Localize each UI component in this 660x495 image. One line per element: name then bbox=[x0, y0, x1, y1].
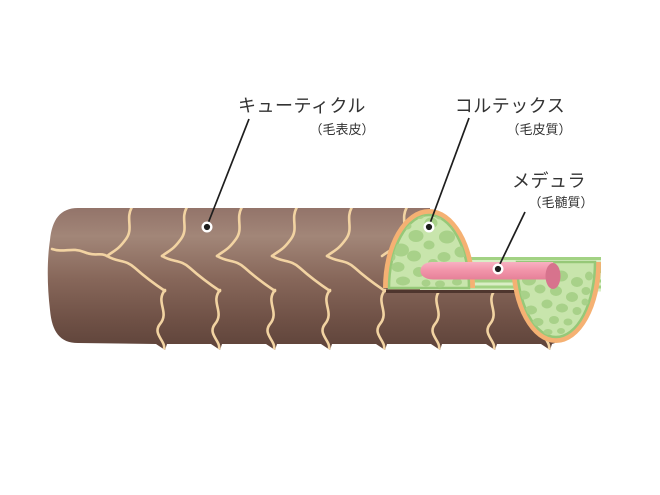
label-medulla-sub: （毛髄質） bbox=[528, 196, 593, 211]
medulla-leader-line bbox=[497, 211, 526, 269]
medulla-body bbox=[420, 262, 553, 280]
cuticle-scale-lines bbox=[50, 208, 552, 350]
medulla-cylinder bbox=[420, 262, 561, 289]
medulla-leader-dot bbox=[492, 263, 504, 275]
cuticle-leader-line bbox=[206, 118, 250, 227]
cortex-end-section bbox=[511, 260, 601, 343]
label-cuticle: キューティクル bbox=[238, 96, 366, 117]
medulla-end-cap bbox=[545, 263, 561, 289]
label-medulla: メデュラ bbox=[512, 171, 586, 192]
label-cortex: コルテックス bbox=[455, 96, 565, 117]
label-cuticle-sub: （毛表皮） bbox=[309, 123, 374, 138]
cortex-leader-line bbox=[428, 117, 470, 227]
labels: キューティクル （毛表皮） コルテックス （毛皮質） メデュラ （毛髄質） bbox=[238, 96, 593, 211]
leader-lines bbox=[201, 117, 526, 275]
label-cortex-sub: （毛皮質） bbox=[506, 123, 571, 138]
cuticle-leader-dot bbox=[201, 221, 213, 233]
cortex-leader-dot bbox=[423, 221, 435, 233]
